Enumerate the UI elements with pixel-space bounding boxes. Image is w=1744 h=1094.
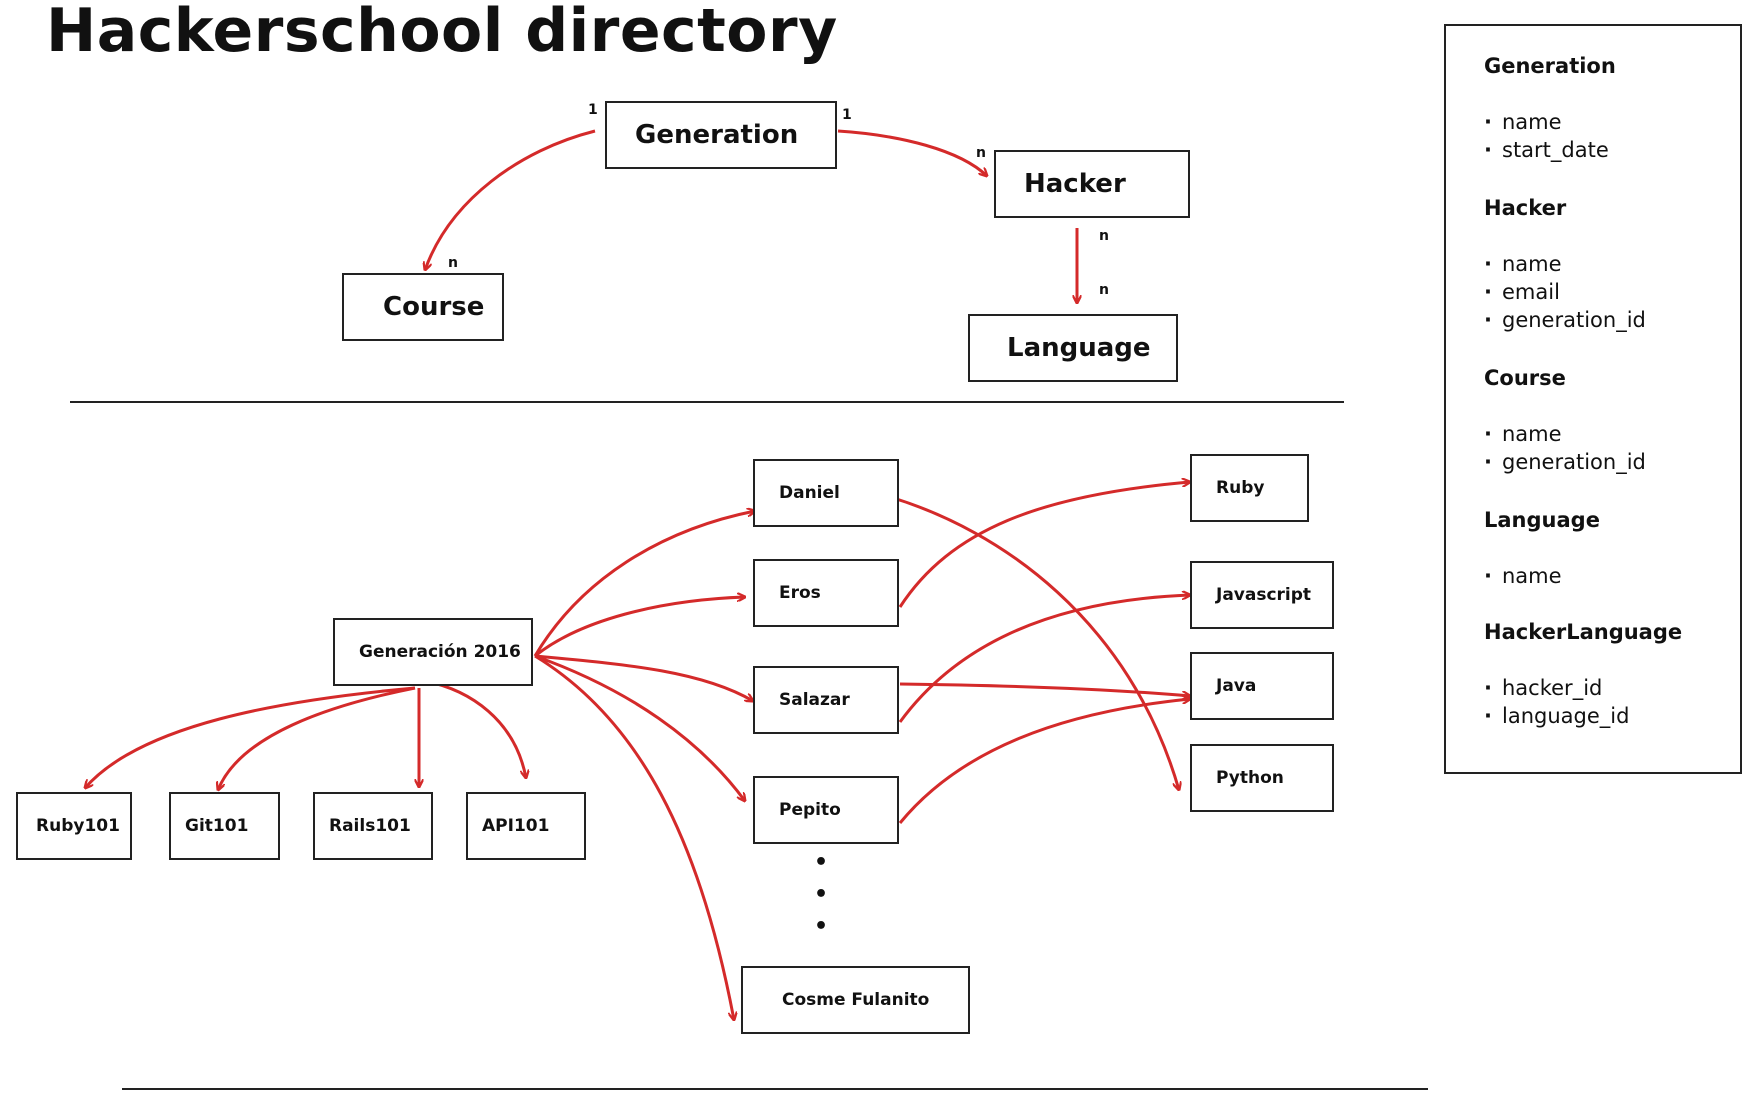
hacker-salazar-label: Salazar	[779, 690, 850, 710]
ellipsis-dot: •	[814, 882, 829, 907]
multiplicity-hacker-out: n	[1099, 228, 1109, 244]
entity-hacker: Hacker	[994, 150, 1190, 218]
schema-entity-course: Course	[1484, 366, 1566, 390]
arrow-gen-to-eros	[534, 597, 745, 658]
arrow-gen-to-ruby101	[85, 686, 416, 788]
entity-language-label: Language	[1007, 333, 1151, 363]
schema-entity-generation: Generation	[1484, 54, 1616, 78]
course-git101: Git101	[169, 792, 280, 860]
multiplicity-generation-left: 1	[588, 102, 598, 118]
instance-generation: Generación 2016	[333, 618, 533, 686]
entity-course: Course	[342, 273, 504, 341]
course-git101-label: Git101	[185, 816, 249, 836]
hacker-eros: Eros	[753, 559, 899, 627]
schema-field: name	[1484, 110, 1561, 134]
hacker-pepito-label: Pepito	[779, 800, 841, 820]
course-ruby101-label: Ruby101	[36, 816, 120, 836]
language-javascript-label: Javascript	[1216, 585, 1312, 605]
schema-entity-hacker: Hacker	[1484, 196, 1567, 220]
schema-field: email	[1484, 280, 1560, 304]
hacker-daniel-label: Daniel	[779, 483, 840, 503]
arrow-generation-to-hacker	[837, 129, 987, 176]
section-divider-bottom	[122, 1088, 1428, 1090]
arrow-gen-to-salazar	[534, 654, 753, 701]
language-javascript: Javascript	[1190, 561, 1334, 629]
arrow-daniel-to-python	[889, 495, 1179, 790]
schema-field: generation_id	[1484, 450, 1646, 474]
arrow-salazar-to-java	[899, 682, 1190, 696]
arrow-gen-to-pepito	[534, 654, 745, 801]
instance-generation-label: Generación 2016	[359, 642, 521, 662]
language-java: Java	[1190, 652, 1334, 720]
course-api101-label: API101	[482, 816, 550, 836]
entity-hacker-label: Hacker	[1024, 169, 1126, 199]
schema-field: language_id	[1484, 704, 1629, 728]
schema-entity-hackerlanguage: HackerLanguage	[1484, 620, 1683, 644]
entity-generation-label: Generation	[635, 120, 799, 150]
schema-field: start_date	[1484, 138, 1609, 162]
language-python: Python	[1190, 744, 1334, 812]
arrow-gen-to-git101	[218, 686, 416, 790]
multiplicity-generation-right: 1	[842, 107, 852, 123]
arrow-gen-to-cosme	[534, 654, 734, 1020]
entity-generation: Generation	[605, 101, 837, 169]
arrow-gen-to-daniel	[533, 511, 755, 657]
language-java-label: Java	[1216, 676, 1257, 696]
arrow-salazar-to-javascript	[898, 595, 1190, 723]
schema-field: hacker_id	[1484, 676, 1602, 700]
multiplicity-hacker-in: n	[976, 145, 986, 161]
ellipsis-dot: •	[814, 914, 829, 939]
entity-course-label: Course	[383, 292, 485, 322]
schema-field: name	[1484, 252, 1561, 276]
hacker-pepito: Pepito	[753, 776, 899, 844]
schema-field: name	[1484, 422, 1561, 446]
schema-panel: Generation name start_date Hacker name e…	[1444, 24, 1742, 774]
arrow-generation-to-course	[425, 129, 596, 270]
hacker-cosme-fulanito: Cosme Fulanito	[741, 966, 970, 1034]
section-divider-top	[70, 401, 1344, 403]
course-rails101-label: Rails101	[329, 816, 411, 836]
course-ruby101: Ruby101	[16, 792, 132, 860]
language-ruby-label: Ruby	[1216, 478, 1265, 498]
schema-field: name	[1484, 564, 1561, 588]
language-python-label: Python	[1216, 768, 1284, 788]
hacker-cosme-fulanito-label: Cosme Fulanito	[782, 990, 930, 1010]
page-title: Hackerschool directory	[46, 0, 838, 66]
entity-language: Language	[968, 314, 1178, 382]
multiplicity-language-in: n	[1099, 282, 1109, 298]
hacker-salazar: Salazar	[753, 666, 899, 734]
course-api101: API101	[466, 792, 586, 860]
schema-field: generation_id	[1484, 308, 1646, 332]
language-ruby: Ruby	[1190, 454, 1309, 522]
multiplicity-course-in: n	[448, 255, 458, 271]
hacker-daniel: Daniel	[753, 459, 899, 527]
arrow-pepito-to-java	[898, 699, 1190, 824]
arrow-eros-to-ruby	[898, 482, 1190, 608]
arrow-gen-to-api101	[424, 679, 526, 778]
hacker-eros-label: Eros	[779, 583, 821, 603]
schema-entity-language: Language	[1484, 508, 1600, 532]
course-rails101: Rails101	[313, 792, 433, 860]
ellipsis-dot: •	[814, 850, 829, 875]
